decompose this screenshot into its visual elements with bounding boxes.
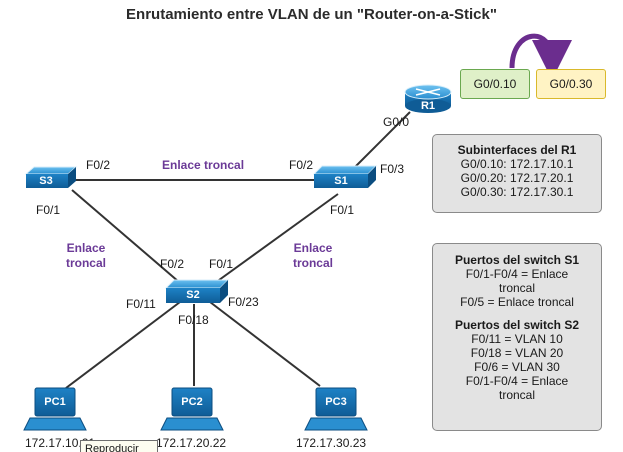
s2-panel-line: F0/18 = VLAN 20 [470, 346, 564, 360]
pc3-icon [304, 387, 368, 431]
port-s3-f02: F0/2 [86, 158, 111, 172]
r1-subinterfaces-panel: Subinterfaces del R1 G0/0.10: 172.17.10.… [432, 134, 602, 213]
port-s1-f03: F0/3 [380, 162, 405, 176]
link-label-s3-s2-line1: Enlace [66, 241, 106, 255]
pc3-label: PC3 [325, 396, 347, 408]
subinterface-tag-g0010: G0/0.10 [460, 69, 530, 99]
s2-panel-line: F0/1-F0/4 = Enlace [465, 374, 569, 388]
s2-panel-heading: Puertos del switch S2 [454, 318, 580, 332]
link-label-s1-s2: Enlace troncal [285, 241, 341, 271]
link-r1-s1 [351, 111, 411, 171]
s1-panel-line: F0/5 = Enlace troncal [460, 295, 574, 309]
s2-panel-line: F0/6 = VLAN 30 [474, 360, 560, 374]
s2-panel-line: F0/11 = VLAN 10 [471, 332, 563, 346]
pc2-label: PC2 [181, 396, 203, 408]
switch-s3-icon [24, 166, 78, 188]
link-label-s3-s1: Enlace troncal [162, 158, 245, 172]
link-s2-pc3 [209, 301, 321, 387]
link-s1-s2 [207, 193, 339, 289]
pc2-icon [160, 387, 224, 431]
switch-s1-label: S1 [334, 175, 348, 187]
pc2-ip: 172.17.20.22 [156, 436, 227, 450]
subinterface-arrow [509, 33, 572, 80]
pc3-ip: 172.17.30.23 [296, 436, 367, 450]
play-tooltip: Reproducir [80, 440, 158, 452]
switch-s3-label: S3 [39, 175, 53, 187]
r1-panel-line: G0/0.10: 172.17.10.1 [460, 157, 574, 171]
router-r1-label: R1 [420, 100, 436, 112]
pc1-label: PC1 [44, 396, 66, 408]
s1-panel-heading: Puertos del switch S1 [454, 253, 580, 267]
switch-s2-icon [164, 279, 230, 303]
link-label-s1-s2-line1: Enlace [293, 241, 333, 255]
r1-panel-line: G0/0.30: 172.17.30.1 [460, 185, 574, 199]
pc1-ip: 172.17.10.21 [25, 436, 96, 450]
switch-s2-label: S2 [186, 289, 200, 301]
port-s2-f018: F0/18 [178, 313, 209, 327]
port-r1-g00: G0/0 [383, 115, 410, 129]
port-s1-f02: F0/2 [289, 158, 314, 172]
link-s3-s2 [71, 189, 187, 289]
link-label-s1-s2-line2: troncal [292, 256, 333, 270]
link-label-s3-s2-line2: troncal [65, 256, 106, 270]
port-s2-f023: F0/23 [228, 295, 259, 309]
port-s2-f01: F0/1 [209, 257, 234, 271]
subinterface-tag-g0030: G0/0.30 [536, 69, 606, 99]
s1-panel-line: troncal [498, 281, 536, 295]
s2-panel-line: troncal [498, 388, 536, 402]
switch-s1-icon [312, 165, 378, 188]
port-s1-f01: F0/1 [330, 203, 355, 217]
router-r1-icon [404, 84, 452, 113]
s1-panel-line: F0/1-F0/4 = Enlace [465, 267, 569, 281]
link-s2-pc1 [65, 301, 181, 389]
switch-ports-panel: Puertos del switch S1 F0/1-F0/4 = Enlace… [432, 243, 602, 431]
port-s2-f011: F0/11 [126, 297, 156, 311]
port-s2-f02: F0/2 [160, 257, 185, 271]
diagram-title: Enrutamiento entre VLAN de un "Router-on… [126, 6, 497, 23]
pc1-icon [23, 387, 87, 431]
r1-panel-heading: Subinterfaces del R1 [457, 143, 577, 157]
r1-panel-line: G0/0.20: 172.17.20.1 [460, 171, 574, 185]
port-s3-f01: F0/1 [36, 203, 61, 217]
link-label-s3-s2: Enlace troncal [58, 241, 114, 271]
